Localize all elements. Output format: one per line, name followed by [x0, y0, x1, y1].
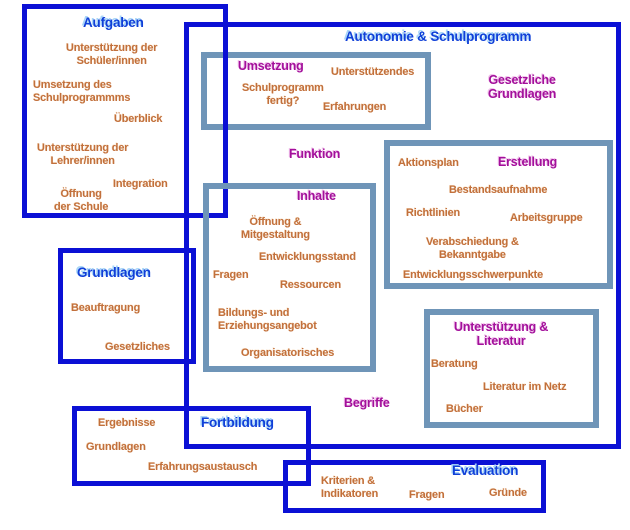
begriffe-label[interactable]: Begriffe: [344, 396, 390, 410]
inhalte-item-fragen[interactable]: Fragen: [213, 269, 249, 281]
fortbildung-item-ergebnisse[interactable]: Ergebnisse: [98, 417, 156, 429]
inhalte-item-bildungsangebot[interactable]: Bildungs- und Erziehungsangebot: [218, 307, 317, 332]
aufgaben-item-ueberblick[interactable]: Überblick: [114, 113, 163, 125]
funktion-label[interactable]: Funktion: [289, 147, 341, 161]
umsetzung-item-erfahrungen[interactable]: Erfahrungen: [323, 101, 387, 113]
aufgaben-item-unterstuetzung-schueler[interactable]: Unterstützung der Schüler/innen: [66, 42, 158, 67]
literatur-title[interactable]: Unterstützung & Literatur: [454, 320, 549, 349]
evaluation-item-kriterien-indikatoren[interactable]: Kriterien & Indikatoren: [321, 475, 379, 500]
inhalte-item-entwicklungsstand[interactable]: Entwicklungsstand: [259, 251, 356, 263]
grundlagen-title[interactable]: Grundlagen: [77, 265, 151, 280]
umsetzung-title[interactable]: Umsetzung: [238, 59, 304, 73]
aufgaben-box: [22, 4, 228, 218]
literatur-item-literatur-im-netz[interactable]: Literatur im Netz: [483, 381, 567, 393]
umsetzung-item-unterstuetzendes[interactable]: Unterstützendes: [331, 66, 415, 78]
literatur-item-beratung[interactable]: Beratung: [431, 358, 478, 370]
umsetzung-box: [201, 52, 431, 130]
autonomie-box: [184, 22, 621, 449]
erstellung-item-bestandsaufnahme[interactable]: Bestandsaufnahme: [449, 184, 548, 196]
erstellung-item-aktionsplan[interactable]: Aktionsplan: [398, 157, 459, 169]
grundlagen-box: [58, 248, 196, 364]
aufgaben-item-integration[interactable]: Integration: [113, 178, 168, 190]
inhalte-box: [203, 183, 376, 372]
inhalte-title[interactable]: Inhalte: [297, 189, 336, 203]
erstellung-title[interactable]: Erstellung: [498, 155, 558, 169]
erstellung-item-verabschiedung[interactable]: Verabschiedung & Bekanntgabe: [426, 236, 519, 261]
erstellung-item-entwicklungsschwerpunkte[interactable]: Entwicklungsschwerpunkte: [403, 269, 544, 281]
fortbildung-title[interactable]: Fortbildung: [201, 415, 274, 430]
inhalte-item-organisatorisches[interactable]: Organisatorisches: [241, 347, 335, 359]
fortbildung-item-grundlagen[interactable]: Grundlagen: [86, 441, 146, 453]
grundlagen-item-beauftragung[interactable]: Beauftragung: [71, 302, 141, 314]
literatur-box: [424, 309, 599, 428]
fortbildung-item-erfahrungsaustausch[interactable]: Erfahrungsaustausch: [148, 461, 258, 473]
aufgaben-item-oeffnung-der-schule[interactable]: Öffnung der Schule: [54, 188, 109, 213]
evaluation-item-fragen[interactable]: Fragen: [409, 489, 445, 501]
inhalte-item-oeffnung-mitgestaltung[interactable]: Öffnung & Mitgestaltung: [241, 216, 310, 241]
aufgaben-item-umsetzung-schulprogramm[interactable]: Umsetzung des Schulprogrammms: [33, 79, 131, 104]
gesetzliche-grundlagen-label[interactable]: Gesetzliche Grundlagen: [488, 73, 557, 102]
evaluation-item-gruende[interactable]: Gründe: [489, 487, 527, 499]
evaluation-title[interactable]: Evaluation: [452, 463, 519, 478]
grundlagen-item-gesetzliches[interactable]: Gesetzliches: [105, 341, 170, 353]
inhalte-item-ressourcen[interactable]: Ressourcen: [280, 279, 341, 291]
aufgaben-item-unterstuetzung-lehrer[interactable]: Unterstützung der Lehrer/innen: [37, 142, 129, 167]
aufgaben-title[interactable]: Aufgaben: [83, 15, 144, 30]
evaluation-box: [283, 460, 546, 513]
erstellung-box: [384, 140, 613, 289]
erstellung-item-arbeitsgruppe[interactable]: Arbeitsgruppe: [510, 212, 583, 224]
autonomie-title[interactable]: Autonomie & Schulprogramm: [345, 29, 532, 44]
erstellung-item-richtlinien[interactable]: Richtlinien: [406, 207, 461, 219]
literatur-item-buecher[interactable]: Bücher: [446, 403, 483, 415]
umsetzung-item-schulprogramm-fertig[interactable]: Schulprogramm fertig?: [242, 82, 324, 107]
fortbildung-box: [72, 406, 311, 486]
